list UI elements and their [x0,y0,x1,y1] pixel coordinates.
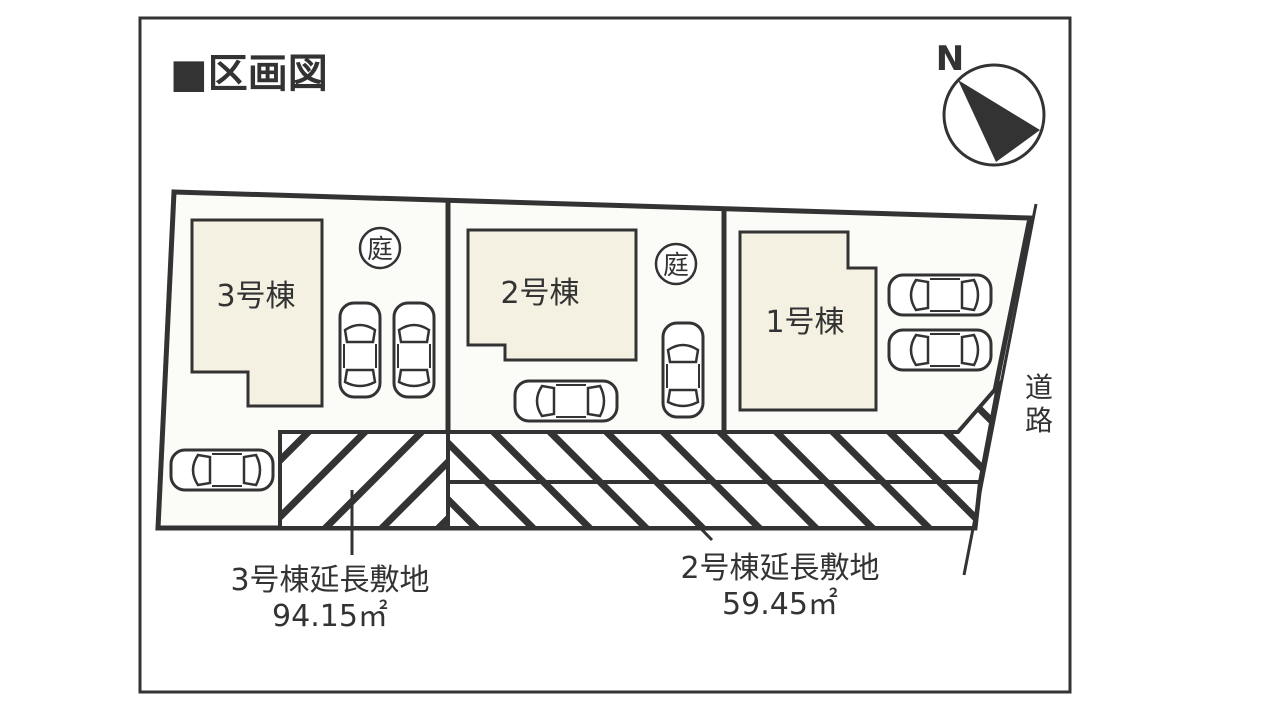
extension-site-2-lower [446,480,983,530]
parking-car-icon [392,301,436,399]
parking-car-icon [887,328,993,372]
garden-label: 庭 [663,251,689,281]
building-1-label: 1号棟 [765,305,844,340]
parking-car-icon [887,273,993,317]
building-2: 2号棟 [466,228,638,362]
extension-3-label: 3号棟延長敷地 [230,563,429,598]
garden-marker-3: 庭 [358,226,402,270]
road-boundary [962,203,1038,576]
building-1: 1号棟 [738,230,878,412]
extension-2-label: 2号棟延長敷地 [680,551,879,586]
building-3: 3号棟 [190,218,324,408]
compass-north-label: N [936,39,964,79]
garden-marker-2: 庭 [654,242,698,286]
extension-2-area: 59.45㎡ [722,587,838,622]
extension-3-area: 94.15㎡ [272,599,388,634]
svg-text:路: 路 [1025,404,1053,437]
parking-car-icon [169,448,275,492]
plan-title: ■区画図 [170,51,328,97]
parking-car-icon [338,301,382,399]
garden-label: 庭 [367,235,393,265]
parking-car-icon [513,379,619,423]
extension-site-3 [278,430,450,530]
road-label: 道 路 [1025,371,1053,437]
building-2-label: 2号棟 [500,276,579,311]
north-compass-icon: N [936,39,1046,167]
building-3-label: 3号棟 [216,279,295,314]
svg-text:道: 道 [1025,371,1053,404]
parking-car-icon [661,321,705,419]
extension-site-2-upper [446,379,1002,484]
leader-line [622,448,714,542]
